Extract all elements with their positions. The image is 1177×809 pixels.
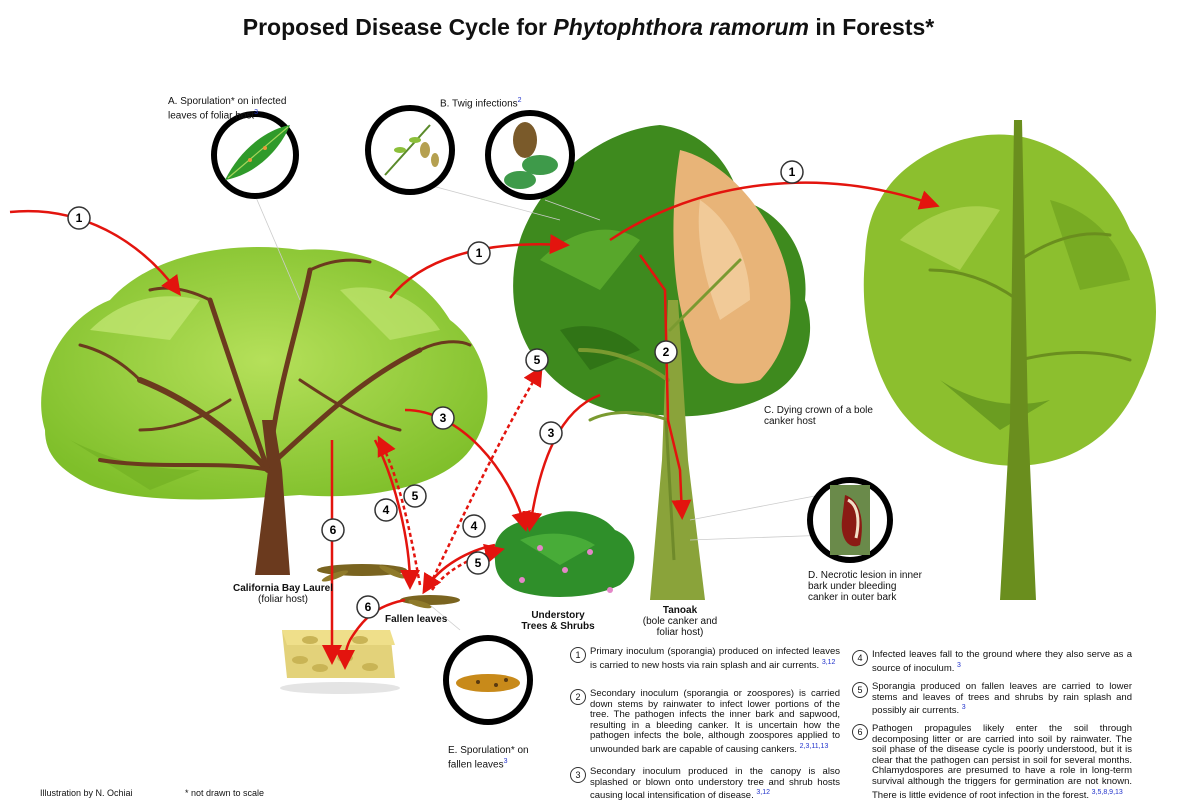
svg-text:6: 6: [330, 523, 337, 537]
inset-a-leaf: [214, 114, 296, 196]
step-marker: 5: [404, 485, 426, 507]
svg-text:5: 5: [475, 556, 482, 570]
svg-text:2: 2: [663, 345, 670, 359]
step-marker: 3: [540, 422, 562, 444]
tanoak-sublabel-1: (bole canker and: [630, 616, 730, 627]
step-marker: 6: [322, 519, 344, 541]
svg-text:5: 5: [412, 489, 419, 503]
step-marker: 4: [463, 515, 485, 537]
legend-number: 6: [852, 724, 868, 740]
inset-b-twig-1: [368, 108, 452, 192]
legend-number: 1: [570, 647, 586, 663]
legend-item: Infected leaves fall to the ground where…: [872, 650, 1132, 674]
legend-number: 3: [570, 767, 586, 783]
step-marker: 1: [468, 242, 490, 264]
healthy-tree: [864, 120, 1156, 600]
svg-text:5: 5: [534, 353, 541, 367]
svg-text:3: 3: [440, 411, 447, 425]
step-marker: 1: [68, 207, 90, 229]
inset-d-caption: D. Necrotic lesion in inner bark under b…: [808, 570, 926, 603]
understory-label: Understory: [508, 610, 608, 621]
step-marker: 6: [357, 596, 379, 618]
understory-shrub: [494, 511, 634, 597]
step-marker: 2: [655, 341, 677, 363]
legend-item: Secondary inoculum produced in the canop…: [590, 767, 840, 802]
legend-item: Secondary inoculum (sporangia or zoospor…: [590, 689, 840, 756]
inset-b-caption: B. Twig infections2: [440, 95, 560, 109]
legend-item: Primary inoculum (sporangia) produced on…: [590, 647, 840, 671]
svg-text:4: 4: [471, 519, 478, 533]
legend-number: 4: [852, 650, 868, 666]
legend-item: Sporangia produced on fallen leaves are …: [872, 682, 1132, 717]
legend-number: 2: [570, 689, 586, 705]
illustration-credit: Illustration by N. Ochiai: [40, 788, 133, 798]
fallen-leaves: [317, 563, 460, 610]
inset-a-caption: A. Sporulation* on infected leaves of fo…: [168, 96, 288, 121]
tanoak-label: Tanoak: [630, 605, 730, 616]
tanoak-sublabel-2: foliar host): [630, 627, 730, 638]
legend-number: 5: [852, 682, 868, 698]
scale-note: * not drawn to scale: [185, 788, 264, 798]
inset-e-fallen-leaf: [446, 638, 530, 722]
step-marker: 5: [526, 349, 548, 371]
understory-label-2: Trees & Shrubs: [508, 621, 608, 632]
svg-text:1: 1: [476, 246, 483, 260]
bay-laurel-label: California Bay Laurel: [228, 583, 338, 594]
inset-b-twig-2: [488, 113, 572, 197]
svg-text:1: 1: [76, 211, 83, 225]
bay-laurel-sublabel: (foliar host): [228, 594, 338, 605]
svg-text:4: 4: [383, 503, 390, 517]
fallen-leaves-label: Fallen leaves: [385, 614, 475, 625]
step-marker: 4: [375, 499, 397, 521]
soil-block: [280, 630, 400, 694]
page-title: Proposed Disease Cycle for Phytophthora …: [0, 14, 1177, 41]
svg-text:1: 1: [789, 165, 796, 179]
step-marker: 3: [432, 407, 454, 429]
inset-d-lesion: [810, 480, 890, 560]
arrow-3-tanoak-to-shrub: [530, 395, 600, 527]
step-marker: 5: [467, 552, 489, 574]
svg-text:3: 3: [548, 426, 555, 440]
legend-item: Pathogen propagules likely enter the soi…: [872, 724, 1132, 801]
svg-text:6: 6: [365, 600, 372, 614]
inset-c-caption: C. Dying crown of a bole canker host: [764, 405, 884, 427]
inset-e-caption: E. Sporulation* on fallen leaves3: [448, 745, 548, 770]
step-marker: 1: [781, 161, 803, 183]
